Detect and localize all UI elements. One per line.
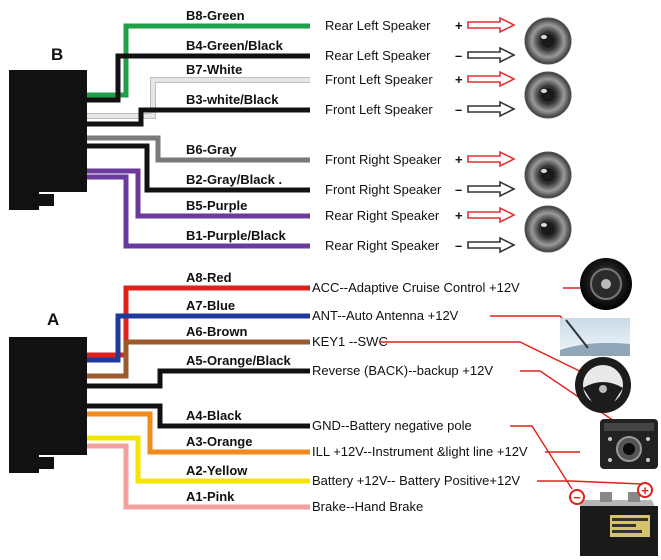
function-label: ANT--Auto Antenna +12V: [312, 308, 459, 323]
ignition-knob-icon: [580, 258, 632, 310]
polarity-sign: +: [455, 72, 463, 87]
wire-label: A5-Orange/Black: [186, 353, 292, 368]
polarity-sign: +: [455, 18, 463, 33]
wire-b1-purple-black: [87, 174, 310, 249]
polarity-sign: +: [455, 208, 463, 223]
connector-b-wires: [87, 23, 310, 249]
wire-label: A3-Orange: [186, 434, 252, 449]
car-battery-icon: [580, 492, 658, 556]
battery-minus-sign: −: [573, 490, 581, 505]
wire-label: A2-Yellow: [186, 463, 248, 478]
wire-label: A4-Black: [186, 408, 242, 423]
speaker-function-label: Rear Left Speaker: [325, 18, 431, 33]
connector-b-wire-labels: B8-GreenB4-Green/BlackB7-WhiteB3-white/B…: [186, 8, 286, 243]
black-arrow-icon: [467, 236, 516, 254]
wire-a5-orange-black: [87, 368, 310, 389]
speaker-function-label: Rear Right Speaker: [325, 238, 440, 253]
wire-b7-white: [87, 78, 310, 118]
speaker-function-label: Rear Right Speaker: [325, 208, 440, 223]
battery-plus-sign: +: [641, 483, 649, 498]
leader-line: [537, 480, 643, 485]
wire-label: B4-Green/Black: [186, 38, 284, 53]
wire-label: B6-Gray: [186, 142, 237, 157]
wire-label: B3-white/Black: [186, 92, 279, 107]
wire-label: B8-Green: [186, 8, 245, 23]
red-arrow-icon: [467, 70, 516, 88]
speaker-icon: [524, 151, 572, 199]
speaker-function-label: Front Left Speaker: [325, 102, 433, 117]
wire-label: A6-Brown: [186, 324, 247, 339]
black-arrow-icon: [467, 46, 516, 64]
speaker-icon: [524, 205, 572, 253]
connector-a-wire-labels: A8-RedA7-BlueA6-BrownA5-Orange/BlackA4-B…: [186, 270, 292, 504]
backup-camera-icon: [600, 419, 658, 469]
connector-a-block: [9, 337, 87, 455]
function-label: Brake--Hand Brake: [312, 499, 423, 514]
polarity-sign: –: [455, 238, 462, 253]
speaker-function-label: Front Right Speaker: [325, 152, 442, 167]
wire-label: B5-Purple: [186, 198, 247, 213]
wire-label: B1-Purple/Black: [186, 228, 286, 243]
auto-antenna-icon: [560, 318, 630, 356]
battery-plus-icon: +: [637, 482, 653, 498]
leader-line: [490, 315, 573, 331]
red-arrow-icon: [467, 16, 516, 34]
connector-a-functions: ACC--Adaptive Cruise Control +12V ANT--Au…: [312, 280, 528, 514]
wire-b6-gray: [87, 135, 310, 163]
steering-wheel-icon: [575, 357, 631, 413]
polarity-sign: –: [455, 182, 462, 197]
function-label: ACC--Adaptive Cruise Control +12V: [312, 280, 520, 295]
wire-label: B7-White: [186, 62, 242, 77]
black-arrow-icon: [467, 180, 516, 198]
wire-b4-green-black: [87, 53, 310, 103]
black-arrow-icon: [467, 100, 516, 118]
wire-label: A7-Blue: [186, 298, 235, 313]
wire-label: B2-Gray/Black .: [186, 172, 282, 187]
wire-a1-pink: [87, 443, 310, 510]
speakers: [524, 17, 572, 253]
wire-label: A8-Red: [186, 270, 232, 285]
wire-b5-purple: [87, 168, 310, 219]
leader-line: [380, 341, 599, 381]
connector-b-block: [9, 70, 87, 192]
function-label: Reverse (BACK)--backup +12V: [312, 363, 493, 378]
speaker-icon: [524, 71, 572, 119]
speaker-function-label: Rear Left Speaker: [325, 48, 431, 63]
red-arrow-icon: [467, 150, 516, 168]
function-label: KEY1 --SWC: [312, 334, 388, 349]
connector-b-functions: Rear Left Speaker+Rear Left Speaker–Fron…: [325, 18, 463, 253]
polarity-sign: –: [455, 48, 462, 63]
connector-a-wires: [87, 285, 310, 510]
polarity-sign: +: [455, 152, 463, 167]
function-label: ILL +12V--Instrument &light line +12V: [312, 444, 528, 459]
wire-b3-white-black: [87, 107, 310, 127]
wire-a7-blue: [87, 313, 310, 363]
wire-b2-gray-black-: [87, 143, 310, 193]
speaker-icon: [524, 17, 572, 65]
speaker-function-label: Front Right Speaker: [325, 182, 442, 197]
red-arrow-icon: [467, 206, 516, 224]
polarity-sign: –: [455, 102, 462, 117]
wire-a6-brown: [87, 339, 310, 379]
function-label: GND--Battery negative pole: [312, 418, 472, 433]
wire-label: A1-Pink: [186, 489, 235, 504]
wire-a8-red: [87, 285, 310, 358]
function-label: Battery +12V-- Battery Positive+12V: [312, 473, 520, 488]
wire-a3-orange: [87, 411, 310, 455]
speaker-arrows: [467, 16, 516, 254]
wire-a4-black: [87, 403, 310, 429]
connector-b-label: B: [51, 45, 63, 64]
wire-a2-yellow: [87, 435, 310, 484]
speaker-function-label: Front Left Speaker: [325, 72, 433, 87]
leader-line: [510, 425, 573, 490]
battery-minus-icon: −: [569, 489, 585, 505]
wire-b8-green: [87, 23, 310, 98]
connector-a-label: A: [47, 310, 59, 329]
